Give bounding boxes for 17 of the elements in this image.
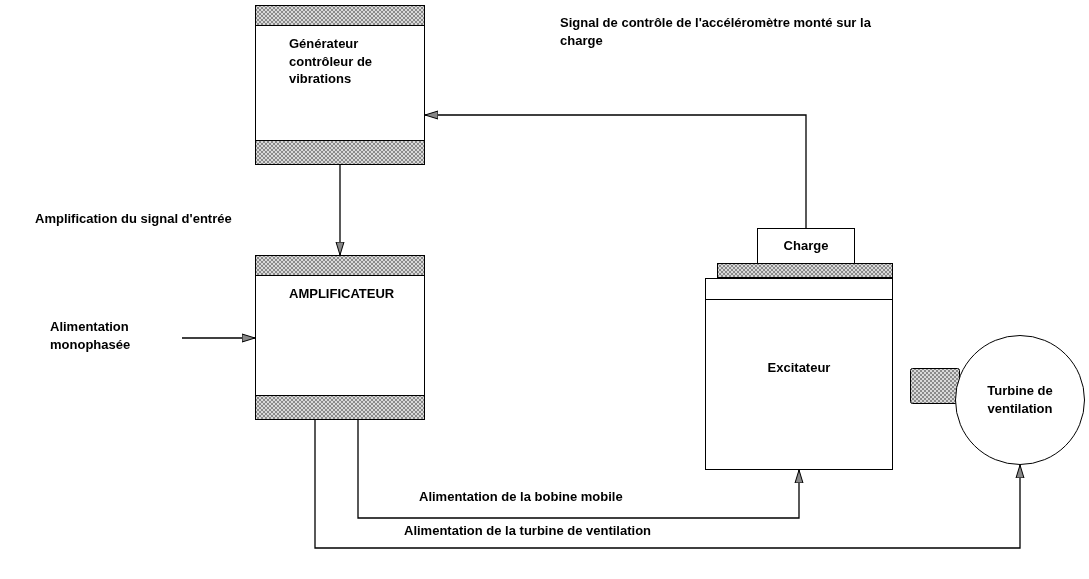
note-text: Amplification du signal d'entrée <box>35 210 233 228</box>
input-label: Alimentation monophasée <box>50 318 132 354</box>
box-title: Charge <box>783 237 829 255</box>
box-title: AMPLIFICATEUR <box>289 285 396 303</box>
arrow <box>181 333 256 343</box>
exciter-box <box>705 278 893 470</box>
box-title: Excitateur <box>767 359 831 377</box>
arrow <box>314 419 1025 549</box>
arrow <box>424 110 807 229</box>
note-text: Signal de contrôle de l'accéléromètre monté sur la charge <box>560 14 872 50</box>
arrow <box>357 419 804 519</box>
hatched-block <box>910 368 960 404</box>
box-title: Générateur contrôleur de vibrations <box>289 35 374 88</box>
hatched-bar <box>717 263 893 278</box>
arrow <box>335 164 345 256</box>
load-box <box>757 228 855 264</box>
circle-label: Turbine de ventilation <box>986 382 1054 418</box>
